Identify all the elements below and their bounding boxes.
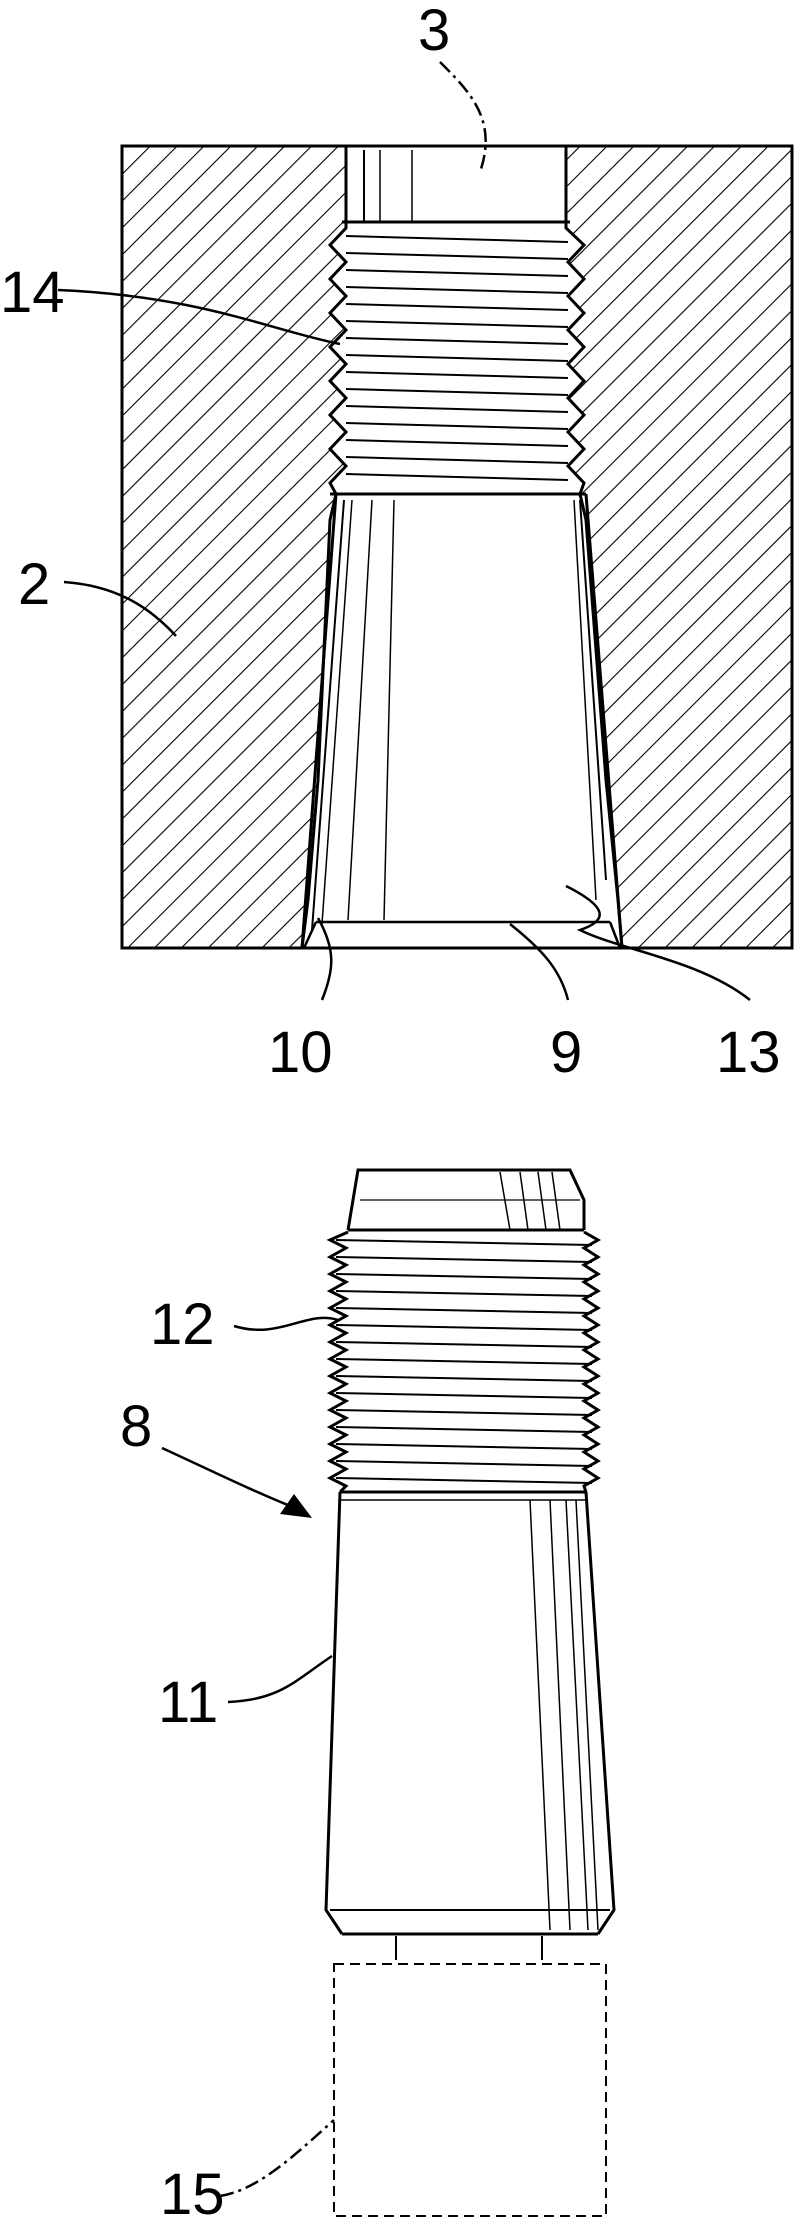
thread-crest-line xyxy=(336,1308,592,1313)
label-14: 14 xyxy=(0,260,65,325)
thread-crest-line xyxy=(346,406,568,412)
leader-8-arrowhead xyxy=(280,1494,312,1518)
thread-crest-line xyxy=(346,321,568,327)
thread-crest-line xyxy=(346,440,568,446)
label-10: 10 xyxy=(268,1020,333,1085)
stud-head xyxy=(348,1170,584,1230)
conical-shank xyxy=(326,1492,614,1934)
thread-crest-line xyxy=(346,253,568,259)
upper-bore xyxy=(342,146,570,222)
thread-crest-line xyxy=(346,372,568,378)
thread-crest-line xyxy=(336,1444,592,1449)
sectioned-body xyxy=(122,146,792,948)
leader-8 xyxy=(162,1448,300,1510)
label-13: 13 xyxy=(716,1020,781,1085)
thread-crest-line xyxy=(346,236,568,242)
thread-crest-line xyxy=(336,1240,592,1245)
stud xyxy=(326,1170,614,1960)
thread-crest-line xyxy=(336,1342,592,1347)
leader-11 xyxy=(228,1656,332,1702)
leader-12 xyxy=(234,1318,338,1330)
thread-profile xyxy=(330,1232,348,1492)
thread-crest-line xyxy=(336,1325,592,1330)
thread-crest-line xyxy=(336,1461,592,1466)
leader-9 xyxy=(510,924,568,1000)
thread-crest-line xyxy=(336,1410,592,1415)
thread-crest-line xyxy=(336,1291,592,1296)
leader-15 xyxy=(220,2120,334,2196)
label-15: 15 xyxy=(160,2162,225,2227)
thread-crest-line xyxy=(336,1393,592,1398)
thread-crest-line xyxy=(336,1376,592,1381)
thread-crest-line xyxy=(346,423,568,429)
label-2: 2 xyxy=(18,552,50,617)
thread-profile xyxy=(584,1232,598,1492)
thread-crest-line xyxy=(346,287,568,293)
thread-crest-line xyxy=(346,338,568,344)
label-8: 8 xyxy=(120,1394,152,1459)
label-9: 9 xyxy=(550,1020,582,1085)
body-hatching xyxy=(122,146,792,948)
thread-crest-line xyxy=(346,474,568,480)
internal-thread xyxy=(346,236,568,480)
label-11: 11 xyxy=(158,1670,218,1735)
stud-neck xyxy=(396,1936,542,1960)
thread-crest-line xyxy=(336,1427,592,1432)
thread-crest-line xyxy=(336,1257,592,1262)
thread-crest-line xyxy=(346,304,568,310)
external-thread xyxy=(330,1232,598,1492)
thread-crest-line xyxy=(336,1359,592,1364)
label-3: 3 xyxy=(418,0,450,63)
phantom-block xyxy=(334,1964,606,2216)
thread-crest-line xyxy=(346,270,568,276)
conical-seat xyxy=(302,494,622,948)
thread-crest-line xyxy=(336,1274,592,1279)
leader-10 xyxy=(318,918,331,1000)
thread-crest-line xyxy=(346,389,568,395)
thread-crest-line xyxy=(346,355,568,361)
thread-crest-line xyxy=(346,457,568,463)
leader-3 xyxy=(440,62,486,172)
label-12: 12 xyxy=(150,1292,215,1357)
thread-crest-line xyxy=(336,1478,592,1483)
